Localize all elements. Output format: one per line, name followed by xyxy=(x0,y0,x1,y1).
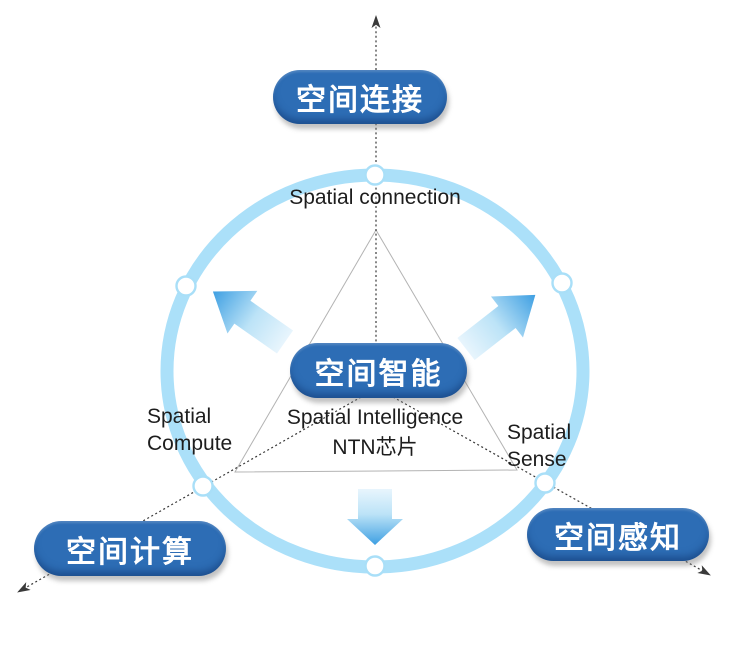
label-spatial-intelligence-line1: Spatial Intelligence xyxy=(286,406,464,429)
pill-spatial-sense: 空间感知 xyxy=(527,508,709,561)
pill-spatial-intelligence: 空间智能 xyxy=(290,343,467,398)
pill-spatial-sense-label: 空间感知 xyxy=(554,521,682,555)
block-arrow-upper-right-icon xyxy=(457,294,536,361)
label-spatial-intelligence-line2: NTN芯片 xyxy=(332,436,418,459)
label-spatial-sense: Spatial Sense xyxy=(507,419,571,473)
pill-spatial-connection-label: 空间连接 xyxy=(296,84,424,117)
block-arrow-upper-left-icon xyxy=(212,290,294,354)
node-upper-right xyxy=(551,272,573,294)
node-lower-right xyxy=(534,472,556,494)
label-spatial-connection-text: Spatial connection xyxy=(289,186,461,209)
label-spatial-compute-line1: Spatial xyxy=(147,405,212,428)
label-spatial-sense-line2: Sense xyxy=(507,448,567,471)
ring-nodes xyxy=(175,164,573,577)
label-spatial-sense-line1: Spatial xyxy=(507,421,572,444)
label-spatial-compute-line2: Compute xyxy=(147,432,233,455)
expand-arrows xyxy=(212,290,536,545)
pill-spatial-connection: 空间连接 xyxy=(273,70,447,124)
node-upper-left xyxy=(175,275,197,297)
node-lower-left xyxy=(192,475,214,497)
node-bottom xyxy=(364,555,386,577)
label-spatial-connection: Spatial connection xyxy=(289,184,461,211)
node-top xyxy=(364,164,386,186)
label-spatial-intelligence: Spatial Intelligence NTN芯片 xyxy=(287,403,463,463)
label-spatial-compute: Spatial Compute xyxy=(147,403,232,457)
pill-spatial-compute-label: 空间计算 xyxy=(66,535,194,569)
block-arrow-down-icon xyxy=(347,489,403,545)
pill-spatial-intelligence-label: 空间智能 xyxy=(314,357,443,391)
pill-spatial-compute: 空间计算 xyxy=(34,521,226,576)
